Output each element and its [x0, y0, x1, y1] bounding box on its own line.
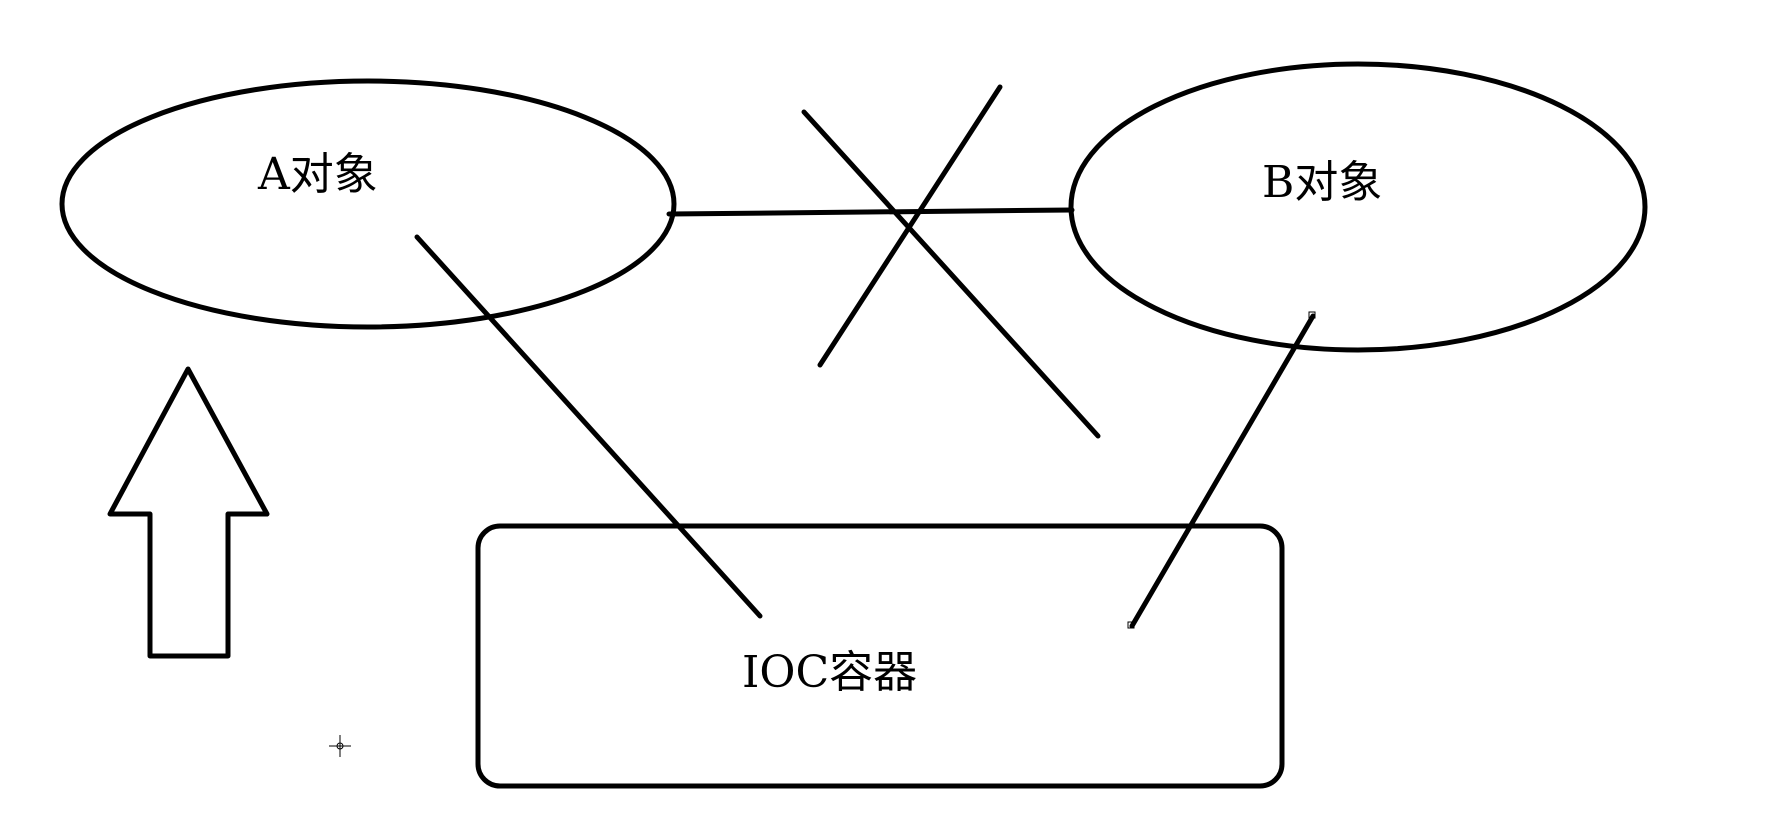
- ioc-container-label: IOC容器: [742, 647, 917, 698]
- connector-handle-top[interactable]: [1308, 311, 1316, 319]
- a-to-b-connector[interactable]: [666, 207, 1075, 217]
- b-to-ioc-connector[interactable]: [1129, 313, 1316, 629]
- a-to-ioc-connector[interactable]: [414, 234, 763, 619]
- b-object-ellipse[interactable]: [1068, 61, 1648, 353]
- ioc-container-box[interactable]: [475, 523, 1285, 789]
- connector-handle-bottom[interactable]: [1127, 621, 1135, 629]
- cross-out-stroke-2: [817, 84, 1003, 368]
- up-arrow-icon[interactable]: [107, 366, 270, 659]
- b-object-label: B对象: [1262, 157, 1382, 208]
- a-object-ellipse[interactable]: [59, 78, 677, 330]
- a-object-label: A对象: [257, 149, 378, 200]
- crosshair-cursor-icon: [329, 735, 351, 757]
- cross-out-stroke-1: [801, 109, 1101, 439]
- cross-out-mark: [801, 84, 1101, 439]
